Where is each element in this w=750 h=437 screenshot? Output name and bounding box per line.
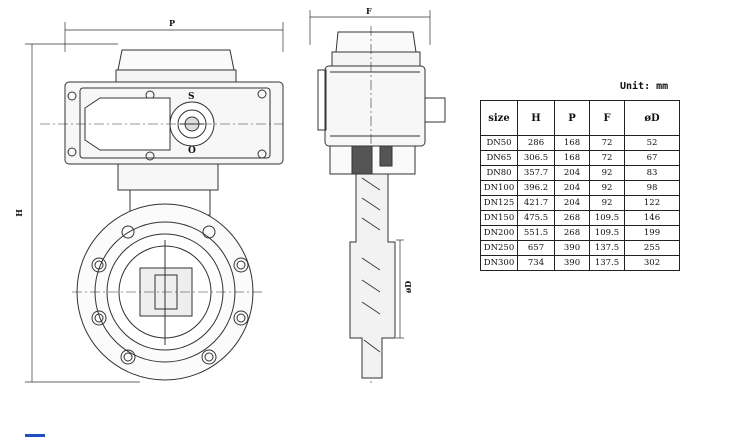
table-cell: 286: [517, 135, 555, 151]
table-cell: 67: [624, 150, 680, 166]
table-cell: 734: [517, 255, 555, 271]
table-cell: 255: [624, 240, 680, 256]
dimension-h-label: H: [13, 209, 24, 217]
side-view: [309, 10, 446, 385]
table-cell: 72: [589, 135, 625, 151]
table-cell: DN65: [480, 150, 518, 166]
table-cell: 137.5: [589, 255, 625, 271]
table-cell: DN50: [480, 135, 518, 151]
table-cell: DN125: [480, 195, 518, 211]
table-cell: DN250: [480, 240, 518, 256]
front-view: [25, 22, 284, 383]
dimension-p-label: P: [169, 18, 176, 28]
table-cell: DN200: [480, 225, 518, 241]
table-cell: 92: [589, 180, 625, 196]
handwheel-s-mark: S: [188, 92, 195, 102]
table-header-f: F: [589, 100, 625, 136]
table-cell: 137.5: [589, 240, 625, 256]
table-cell: 168: [554, 150, 590, 166]
table-header-od: øD: [624, 100, 680, 136]
table-cell: 204: [554, 165, 590, 181]
handwheel-o-mark: O: [188, 146, 196, 156]
table-cell: 146: [624, 210, 680, 226]
table-cell: 551.5: [517, 225, 555, 241]
table-cell: 109.5: [589, 225, 625, 241]
table-header-p: P: [554, 100, 590, 136]
table-cell: 109.5: [589, 210, 625, 226]
corner-mark: [25, 434, 45, 437]
table-cell: 72: [589, 150, 625, 166]
table-cell: 92: [589, 165, 625, 181]
table-cell: 390: [554, 240, 590, 256]
table-cell: 357.7: [517, 165, 555, 181]
table-cell: DN100: [480, 180, 518, 196]
table-cell: 168: [554, 135, 590, 151]
table-header-row: size H P F øD: [480, 100, 680, 136]
dimension-f-label: F: [366, 6, 372, 16]
table-cell: 98: [624, 180, 680, 196]
table-cell: 396.2: [517, 180, 555, 196]
table-cell: 390: [554, 255, 590, 271]
table-cell: 268: [554, 225, 590, 241]
table-cell: DN300: [480, 255, 518, 271]
table-cell: 204: [554, 180, 590, 196]
table-cell: 657: [517, 240, 555, 256]
table-cell: 83: [624, 165, 680, 181]
table-cell: 302: [624, 255, 680, 271]
table-cell: 92: [589, 195, 625, 211]
table-cell: 199: [624, 225, 680, 241]
table-cell: 52: [624, 135, 680, 151]
table-cell: 475.5: [517, 210, 555, 226]
unit-label: Unit: mm: [620, 81, 669, 92]
table-header-size: size: [480, 100, 518, 136]
table-header-h: H: [517, 100, 555, 136]
table-cell: 268: [554, 210, 590, 226]
table-cell: 204: [554, 195, 590, 211]
table-cell: DN150: [480, 210, 518, 226]
table-cell: 306.5: [517, 150, 555, 166]
table-cell: 122: [624, 195, 680, 211]
table-cell: 421.7: [517, 195, 555, 211]
table-cell: DN80: [480, 165, 518, 181]
dimension-od-label: øD: [403, 280, 414, 294]
